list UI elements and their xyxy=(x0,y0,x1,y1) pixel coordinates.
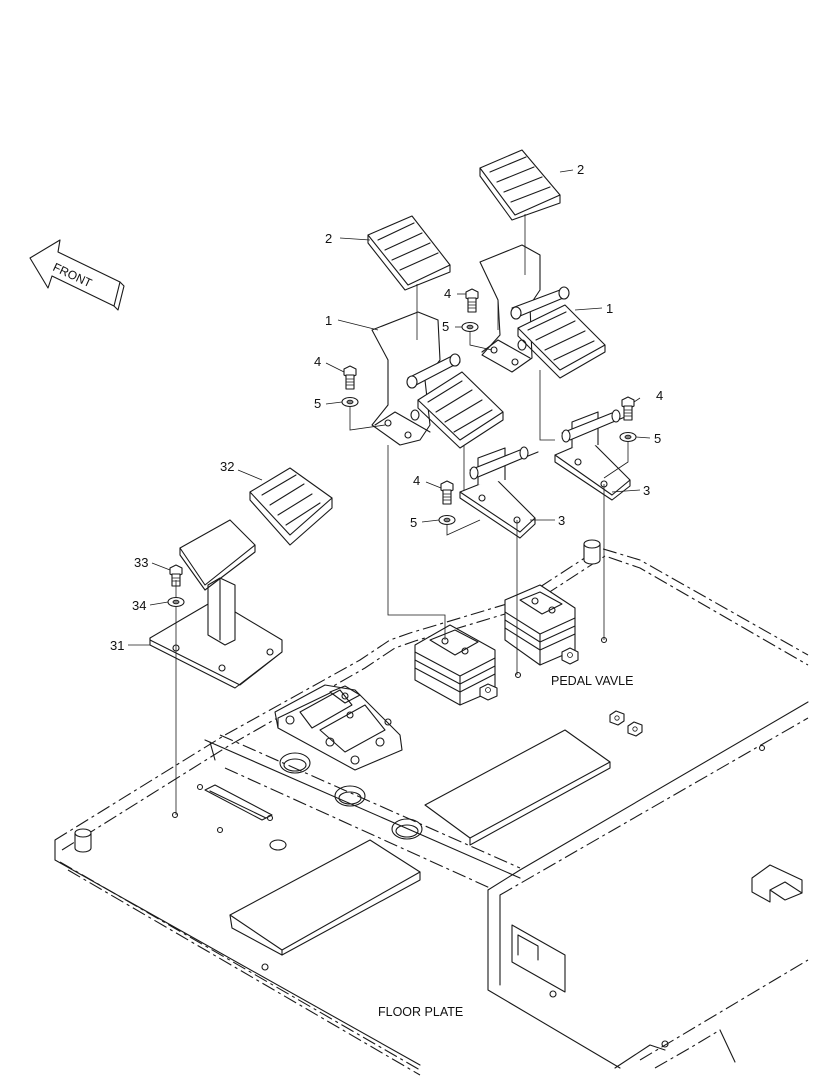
callout-5-d: 5 xyxy=(654,431,661,446)
callout-4-b: 4 xyxy=(314,354,321,369)
callout-33: 33 xyxy=(134,555,148,570)
callout-31: 31 xyxy=(110,638,124,653)
callout-5-c: 5 xyxy=(410,515,417,530)
callout-leaders xyxy=(128,169,651,646)
front-arrow: FRONT xyxy=(29,239,125,311)
floor-plate xyxy=(54,539,809,1076)
valve-mount-base xyxy=(274,684,403,771)
callout-3-left: 3 xyxy=(558,513,565,528)
callout-5-a: 5 xyxy=(442,319,449,334)
bolt-4-a xyxy=(465,288,479,313)
floor-plate-label: FLOOR PLATE xyxy=(378,1005,463,1019)
bracket-left xyxy=(459,446,539,539)
bolt-4-b xyxy=(343,365,357,390)
callout-1-left: 1 xyxy=(325,313,332,328)
assembly-lines xyxy=(175,214,629,815)
pedal-left xyxy=(371,311,504,449)
callout-32: 32 xyxy=(220,459,234,474)
bolt-4-d xyxy=(621,396,635,421)
foot-rest xyxy=(149,519,283,689)
pedal-cover-right xyxy=(479,149,561,221)
callout-4-d: 4 xyxy=(656,388,663,403)
callout-2-right: 2 xyxy=(577,162,584,177)
pedal-valve-right xyxy=(504,584,579,666)
callout-34: 34 xyxy=(132,598,146,613)
callout-numbers: 2 2 1 1 3 3 4 4 4 4 5 5 5 5 32 33 34 31 xyxy=(110,162,663,653)
bolt-4-c xyxy=(440,480,454,505)
pedal-cover-left xyxy=(367,215,451,291)
pedal-right xyxy=(479,244,606,379)
callout-1-right: 1 xyxy=(606,301,613,316)
callout-4-a: 4 xyxy=(444,286,451,301)
bracket-right xyxy=(554,409,631,501)
pedal-valve-left xyxy=(414,624,498,706)
pedal-valve-label: PEDAL VAVLE xyxy=(551,674,633,688)
foot-rest-pad xyxy=(249,467,333,546)
callout-4-c: 4 xyxy=(413,473,420,488)
callout-2-left: 2 xyxy=(325,231,332,246)
callout-5-b: 5 xyxy=(314,396,321,411)
callout-3-right: 3 xyxy=(643,483,650,498)
